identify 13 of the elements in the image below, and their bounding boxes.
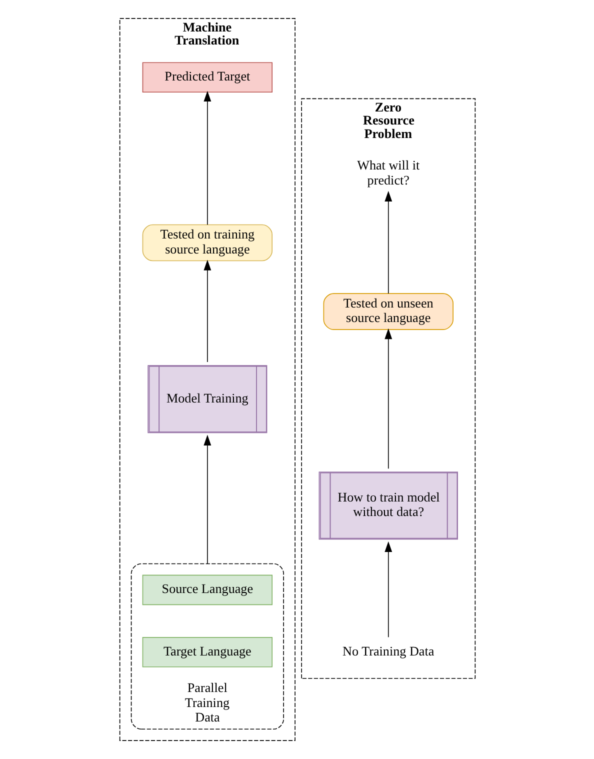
arrow xyxy=(203,260,211,362)
node-box: Tested on unseen source language xyxy=(322,293,453,330)
arrow xyxy=(384,190,392,294)
arrow xyxy=(203,434,211,564)
node-box: Predicted Target xyxy=(142,62,272,93)
node-box: Tested on training source language xyxy=(142,224,272,262)
node-text: What will it predict? xyxy=(356,158,420,188)
node-box: Target Language xyxy=(142,637,272,668)
node-box: Source Language xyxy=(142,574,272,606)
arrow xyxy=(384,328,392,469)
node-text: No Training Data xyxy=(342,643,434,658)
arrow xyxy=(384,541,392,638)
arrow xyxy=(203,90,211,226)
